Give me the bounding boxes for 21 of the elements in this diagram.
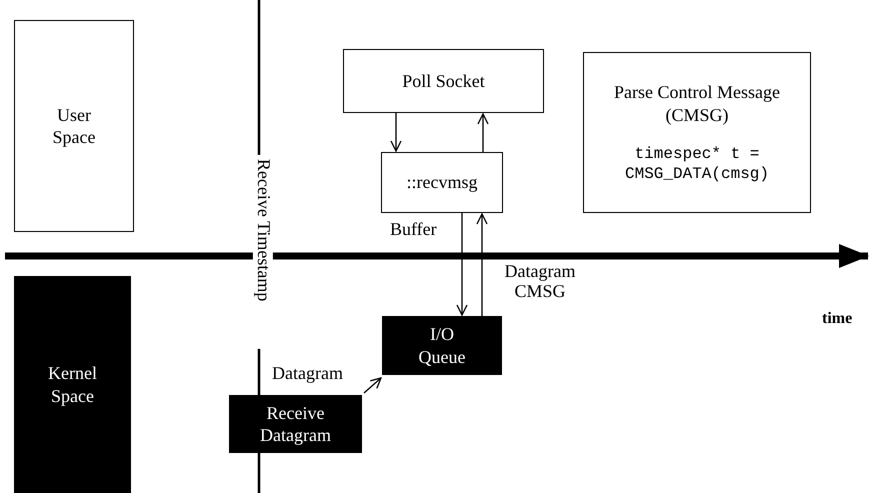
- arrow: [456, 213, 468, 316]
- space-region: [14, 276, 131, 493]
- arrow: [477, 113, 489, 152]
- box-title: Receive Datagram: [259, 402, 332, 446]
- arrow: [390, 113, 402, 152]
- process-box: [229, 395, 362, 453]
- process-box: [382, 316, 502, 375]
- timestamp-label: Receive Timestamp: [253, 154, 273, 349]
- box-title: Poll Socket: [402, 70, 485, 92]
- process-box: [583, 52, 811, 213]
- space-region: [14, 20, 134, 232]
- code-text: timespec* t = CMSG_DATA(cmsg): [624, 144, 770, 184]
- box-title: ::recvmsg: [406, 171, 478, 194]
- box-title: I/O Queue: [418, 323, 466, 368]
- box-title: Kernel Space: [47, 362, 98, 407]
- box-title: User Space: [52, 104, 96, 148]
- arrow: [476, 213, 488, 316]
- arrow: [364, 377, 382, 394]
- process-box: [343, 49, 544, 113]
- box-title: Parse Control Message (CMSG): [613, 81, 781, 126]
- process-box: [381, 152, 503, 213]
